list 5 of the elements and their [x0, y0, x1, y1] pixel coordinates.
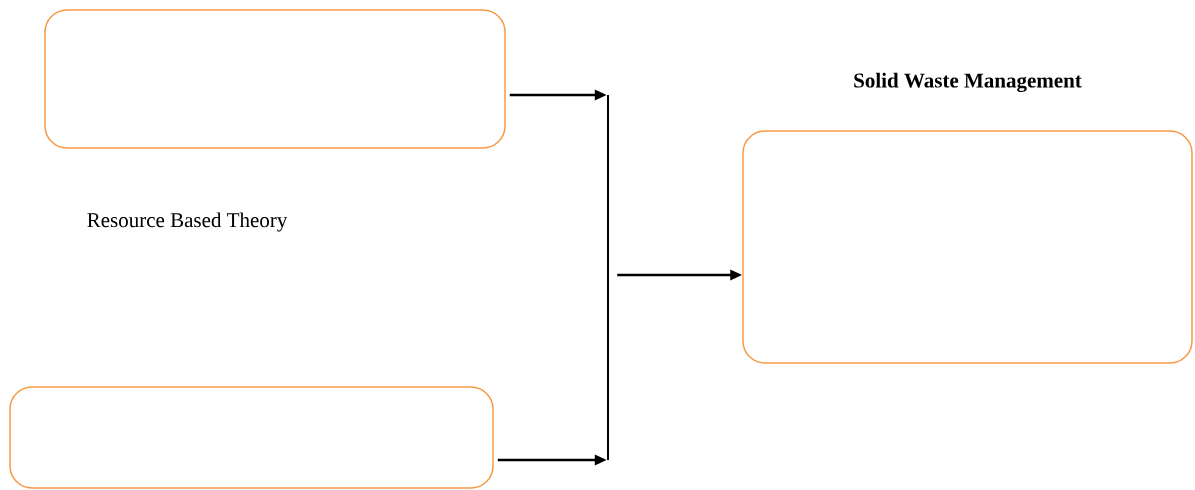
- junction-line: [607, 95, 609, 460]
- label: Resource Based Theory: [87, 212, 288, 232]
- heading: Solid Waste Management: [854, 72, 1082, 93]
- rounded-box: [9, 386, 494, 489]
- rounded-box: [44, 9, 506, 149]
